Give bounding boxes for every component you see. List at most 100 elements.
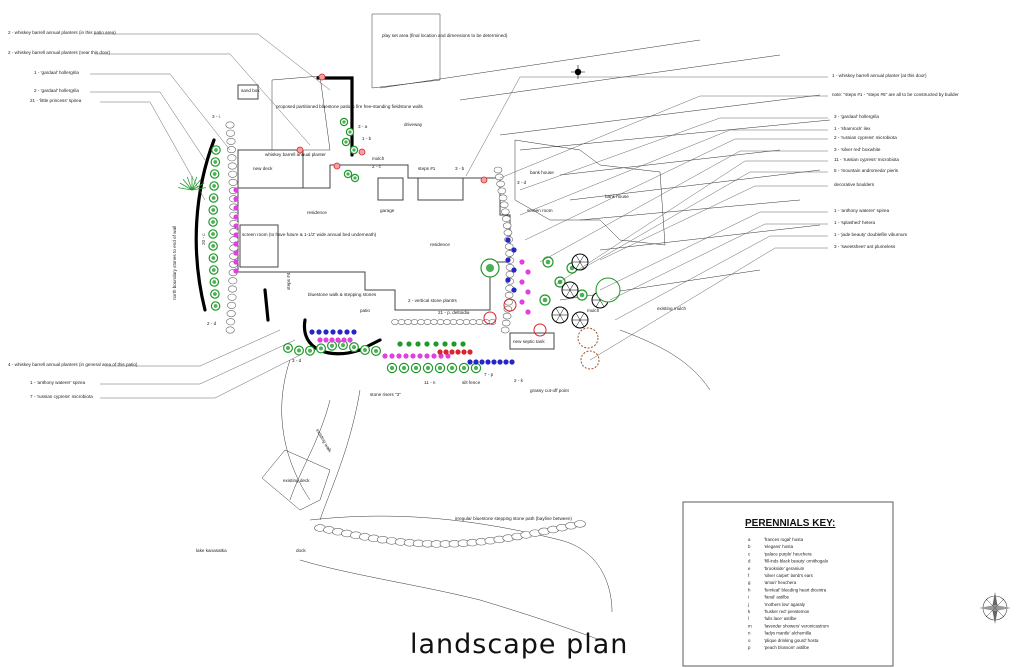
- tree-branch: [575, 261, 581, 270]
- shrub-center: [542, 297, 548, 303]
- bank-house: bank house bank house screen room: [514, 139, 666, 246]
- key-letter: m: [748, 623, 752, 628]
- fern-leaf: [186, 176, 193, 191]
- mark-right-b: 3 - d: [517, 180, 527, 185]
- bank-house-label: bank house: [530, 170, 554, 175]
- key-plant-name: 'fill-inds black beauty' ornithogalo: [764, 559, 829, 564]
- stone: [226, 318, 236, 326]
- shrub-center: [211, 220, 215, 224]
- perennial: [323, 337, 329, 343]
- tree-branch: [579, 319, 585, 328]
- north-arrow-icon: [571, 65, 585, 79]
- existing-walk-label: existing walk: [315, 428, 333, 454]
- mark-left-a: 3 - i: [212, 114, 220, 119]
- shrub-center: [211, 232, 215, 236]
- perennial: [485, 359, 491, 365]
- barrel-planter-label: whiskey barrell annual planter: [265, 152, 326, 157]
- stone: [227, 293, 237, 301]
- patio-note-label: proposed partitioned bluestone patio & f…: [276, 104, 424, 109]
- tree-branch: [569, 289, 575, 298]
- perennial: [505, 277, 511, 283]
- tree-branch: [559, 314, 565, 323]
- key-plant-name: 'brookside' geranium: [764, 566, 805, 571]
- existing-deck: existing deck: [261, 449, 331, 511]
- residence-left-label: residence: [307, 210, 327, 215]
- mark-center-c: 2 - c: [372, 164, 382, 169]
- driveway-label: driveway: [404, 122, 423, 127]
- shrub-center: [213, 160, 218, 164]
- stone: [225, 121, 235, 129]
- compass-rose-icon: [979, 592, 1011, 624]
- screen-note-label: screen room (to have future & 1-1/2' wid…: [242, 232, 377, 237]
- mark-right-a: 3 - b: [455, 166, 465, 171]
- stone: [498, 194, 508, 202]
- perennial: [479, 359, 485, 365]
- perennial: [337, 329, 343, 335]
- mark-left-d: 20 - c: [201, 233, 206, 245]
- mulch-right-label: mulch: [587, 308, 600, 313]
- key-letter: b: [748, 544, 751, 549]
- shrub-center: [341, 343, 345, 348]
- perennial: [397, 341, 403, 347]
- perennial: [424, 353, 430, 359]
- stone: [228, 277, 238, 285]
- stone: [449, 319, 458, 325]
- perennial: [410, 353, 416, 359]
- stone: [462, 319, 471, 325]
- stone: [503, 229, 513, 236]
- stone: [417, 319, 425, 325]
- mark-right-c: 2 - k: [514, 378, 524, 383]
- shrub-center: [374, 348, 378, 353]
- perennial: [424, 341, 430, 347]
- key-letter: k: [748, 609, 751, 614]
- screen-room-label: screen room: [527, 208, 553, 213]
- perennial: [519, 279, 525, 285]
- fern-leaf: [191, 176, 198, 191]
- shrub-center: [212, 172, 217, 176]
- tree-branch: [595, 299, 601, 308]
- septic-label: new septic tank: [513, 339, 545, 344]
- key-plant-name: 'husker red' penstemon: [764, 609, 810, 614]
- play-area-label: play set area (final location and dimens…: [382, 33, 508, 38]
- perennial: [445, 353, 451, 359]
- perennial: [505, 237, 511, 243]
- shrub-center: [308, 348, 312, 353]
- key-plant-name: 'peach blossom' astilbe: [764, 645, 810, 650]
- stone: [225, 326, 235, 334]
- key-letter: f: [748, 573, 750, 578]
- callout-left: 4 - whiskey barrell annual planters (in …: [8, 362, 138, 367]
- key-plant-name: 'silver carpet' lamb's ears: [764, 573, 814, 578]
- shrub-center: [211, 256, 216, 260]
- stone: [502, 222, 512, 229]
- shrub-center: [319, 346, 323, 351]
- perennial: [344, 329, 350, 335]
- stone: [227, 154, 237, 162]
- perennial: [233, 214, 239, 220]
- perennial: [467, 349, 473, 355]
- stone: [404, 319, 412, 325]
- perennial: [519, 299, 525, 305]
- tree-branch: [575, 312, 581, 321]
- key-letter: i: [748, 595, 749, 600]
- shrub-center: [211, 208, 216, 212]
- stone: [493, 166, 503, 174]
- stone: [226, 146, 236, 154]
- stone: [410, 319, 419, 325]
- tree-branch: [569, 282, 575, 291]
- key-plant-name: 'fanal' astilbe: [764, 595, 790, 600]
- perennial: [505, 257, 511, 263]
- stone: [475, 319, 484, 325]
- dock-label: dock: [296, 548, 306, 553]
- tree-branch: [555, 307, 561, 316]
- accent-shrub: [503, 298, 517, 312]
- shrub-center: [211, 196, 216, 200]
- fern-leaf: [191, 182, 205, 191]
- stone: [500, 208, 510, 216]
- mark-center-b: 1 - b: [362, 136, 372, 141]
- fern-leaf: [178, 187, 193, 191]
- perennial: [449, 349, 455, 355]
- shrub-center: [413, 365, 419, 371]
- perennial: [461, 349, 467, 355]
- stone: [504, 291, 514, 299]
